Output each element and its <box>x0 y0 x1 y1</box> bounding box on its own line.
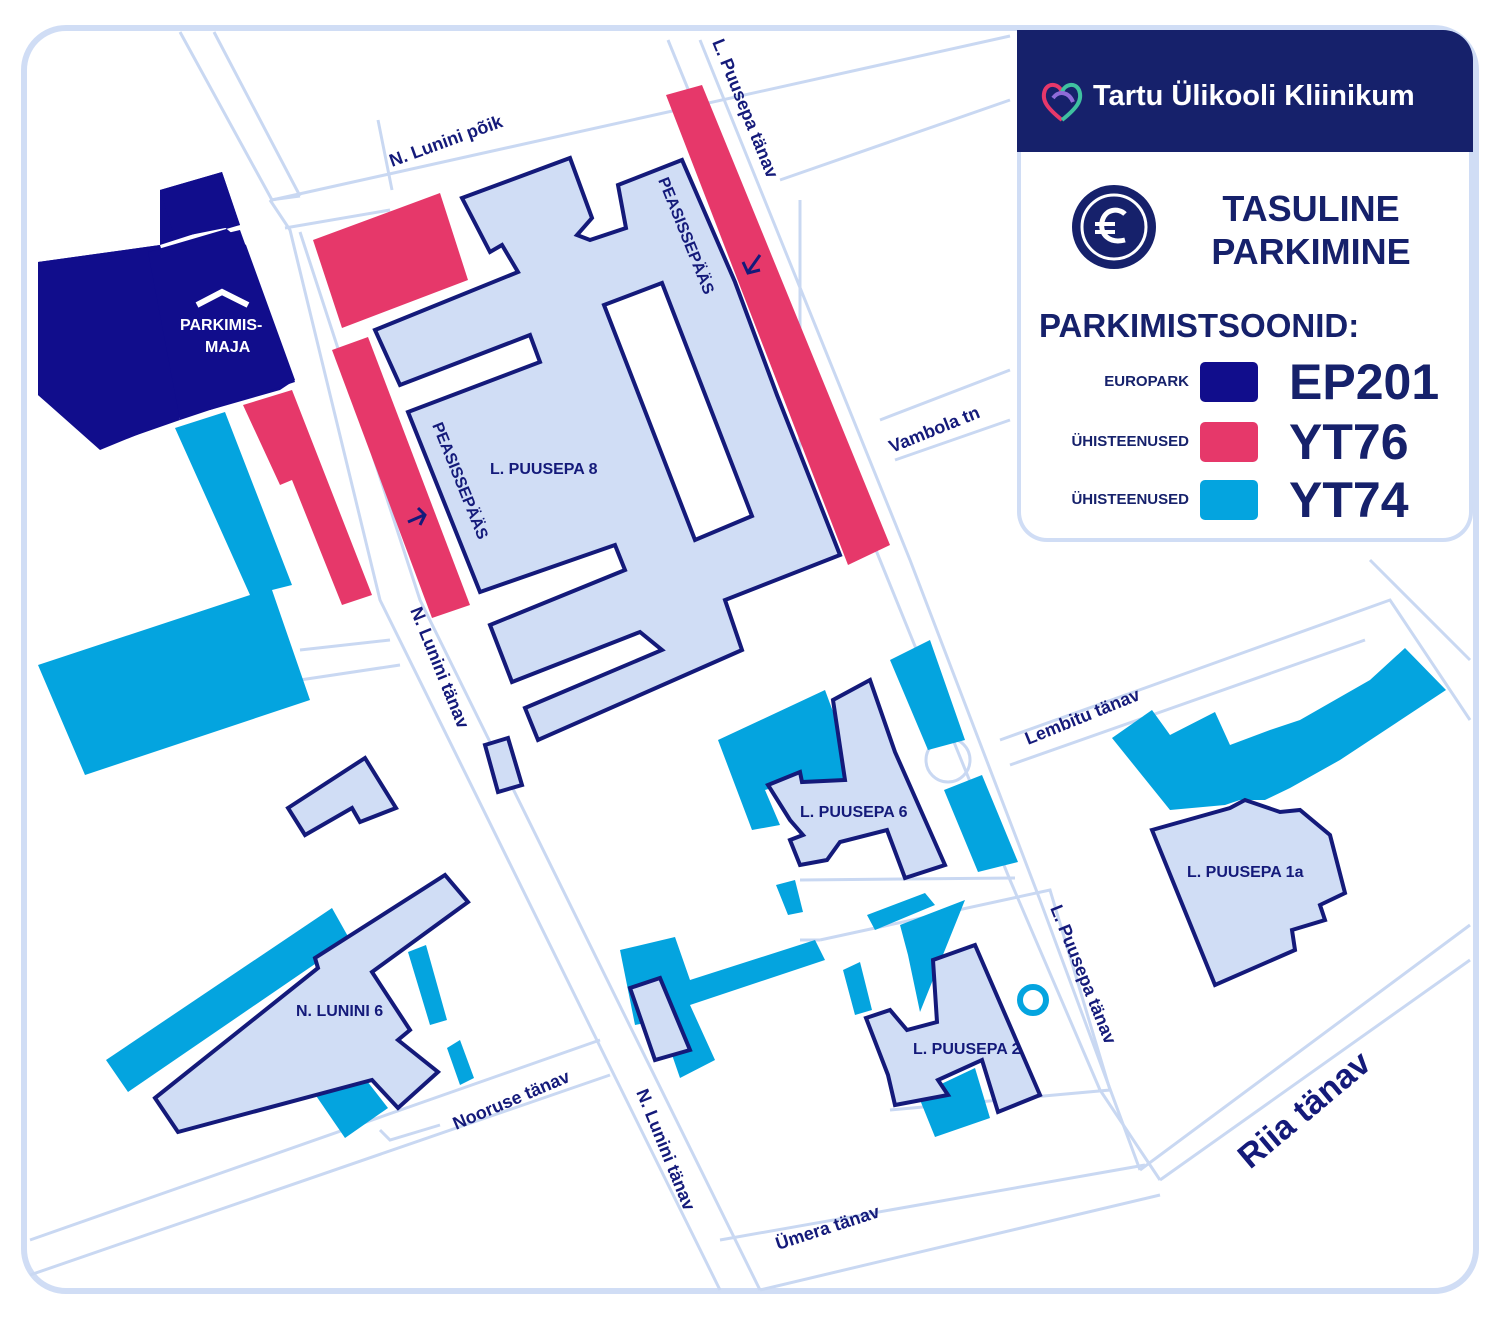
europark-zone <box>38 172 295 450</box>
label-lunini-6: N. LUNINI 6 <box>296 1003 383 1020</box>
parkimismaja-label-2: MAJA <box>205 339 251 356</box>
label-puusepa-1a: L. PUUSEPA 1a <box>1187 864 1304 881</box>
building-puusepa-6 <box>765 677 948 881</box>
entrance-arrow-left-head <box>416 506 427 526</box>
zone-label: EUROPARK <box>1104 373 1189 390</box>
buildings <box>152 155 1348 1135</box>
roundabout-marker <box>1017 984 1049 1016</box>
zone-code: EP201 <box>1289 354 1440 410</box>
zone-row-yt74: ÜHISTEENUSED YT74 <box>1021 472 1477 528</box>
label-puusepa-8: L. PUUSEPA 8 <box>490 461 598 478</box>
building-puusepa-1a <box>1149 797 1348 988</box>
building-puusepa-8 <box>372 155 843 743</box>
parking-house-chevron-icon <box>195 288 250 308</box>
yt76-zones <box>243 85 890 618</box>
logo-text: Tartu Ülikooli Kliinikum <box>1093 80 1415 112</box>
zone-code: YT76 <box>1289 414 1409 470</box>
building-puusepa-2 <box>863 942 1043 1115</box>
building-small-1 <box>482 735 525 795</box>
zones-title: PARKIMISTSOONID: <box>1039 307 1360 344</box>
label-puusepa-6: L. PUUSEPA 6 <box>800 804 908 821</box>
legend-body: TASULINE PARKIMINE PARKIMISTSOONID: EURO… <box>1017 152 1473 542</box>
zone-swatch <box>1200 362 1258 402</box>
paid-title-line1: TASULINE <box>1222 188 1400 229</box>
paid-parking-title: TASULINE PARKIMINE <box>1171 187 1451 273</box>
euro-coin-icon <box>1072 185 1156 269</box>
legend-panel: Tartu Ülikooli Kliinikum TASULINE PARKIM… <box>1017 30 1473 542</box>
legend-header: Tartu Ülikooli Kliinikum <box>1017 30 1473 152</box>
zone-label: ÜHISTEENUSED <box>1071 491 1189 508</box>
zone-row-yt76: ÜHISTEENUSED YT76 <box>1021 414 1477 470</box>
building-puusepa-8-courtyard <box>601 280 755 543</box>
paid-title-line2: PARKIMINE <box>1211 231 1411 272</box>
zone-swatch <box>1200 480 1258 520</box>
building-small-3 <box>627 975 693 1063</box>
entrance-arrow-right-head <box>741 261 761 275</box>
parkimismaja-label-1: PARKIMIS- <box>180 317 262 334</box>
label-puusepa-2: L. PUUSEPA 2 <box>913 1041 1021 1058</box>
zone-label: ÜHISTEENUSED <box>1071 433 1189 450</box>
building-lunini-6 <box>152 872 471 1135</box>
zone-swatch <box>1200 422 1258 462</box>
heart-logo-icon <box>1041 83 1083 122</box>
entrance-arrow-right-icon <box>746 254 762 273</box>
entrance-arrow-left-icon <box>407 513 425 524</box>
zone-row-ep201: EUROPARK EP201 <box>1021 354 1477 410</box>
zone-code: YT74 <box>1289 472 1409 528</box>
building-small-2 <box>285 755 399 838</box>
